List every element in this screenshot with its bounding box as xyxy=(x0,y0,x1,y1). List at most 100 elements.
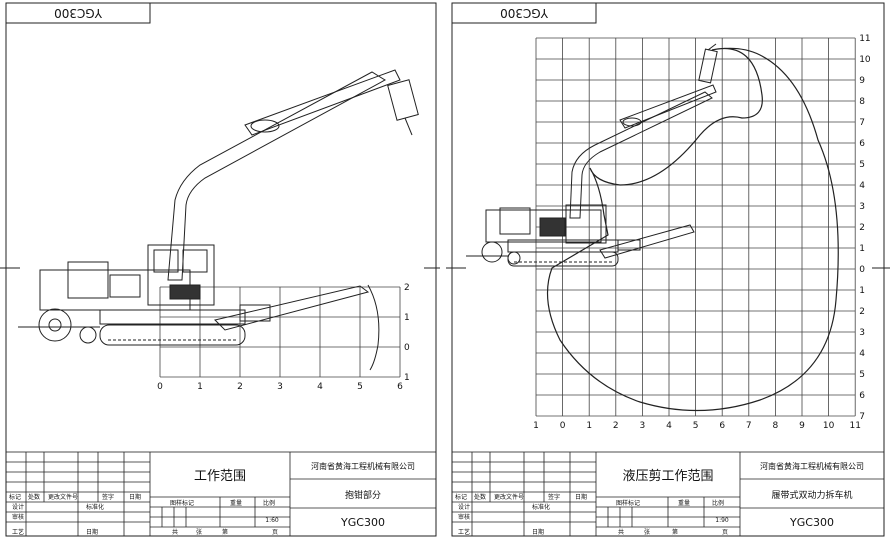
label-review: 审核 xyxy=(458,513,470,521)
sheet-1-stamp-box xyxy=(5,2,151,24)
sheet-2-code-stamp: YGC300 xyxy=(500,6,549,20)
sheet-2-title-block xyxy=(451,451,885,537)
sheet-2-range-envelope xyxy=(546,47,839,412)
sheet-1-title-block xyxy=(5,451,437,537)
sheet-2-frame xyxy=(451,2,885,537)
tick-label: 7 xyxy=(859,412,865,422)
tick-label: 0 xyxy=(404,343,410,353)
sheet-1-company: 河南省黄海工程机械有限公司 xyxy=(311,461,415,471)
label-total: 共 xyxy=(618,528,624,536)
label-sheet: 张 xyxy=(644,528,650,536)
tick-label: 6 xyxy=(859,139,865,149)
sheet-1: YGC300 0 1 2 3 4 5 6 2 1 xyxy=(0,2,440,537)
tick-label: 1 xyxy=(859,286,865,296)
label-design: 设计 xyxy=(458,503,470,511)
label-date2: 日期 xyxy=(532,528,544,536)
label-sign: 签字 xyxy=(548,493,560,501)
label-ratio: 比例 xyxy=(263,499,275,507)
label-date: 日期 xyxy=(575,493,587,501)
tick-label: 7 xyxy=(859,118,865,128)
tick-label: 6 xyxy=(859,391,865,401)
tick-label: 1 xyxy=(533,421,539,431)
sheet-1-machine xyxy=(18,69,419,346)
tick-label: 3 xyxy=(277,382,283,392)
sheet-2-title-labels: 标记 处数 更改文件号 签字 日期 设计 标准化 审核 工艺 日期 图样标记 重… xyxy=(455,493,728,536)
tick-label: 1 xyxy=(197,382,203,392)
tick-label: 0 xyxy=(560,421,566,431)
sheet-1-code-stamp: YGC300 xyxy=(54,6,103,20)
tick-label: 9 xyxy=(859,76,865,86)
tick-label: 10 xyxy=(859,55,871,65)
label-date2: 日期 xyxy=(86,528,98,536)
label-count: 处数 xyxy=(28,493,40,501)
sheet-1-drawing-name: 工作范围 xyxy=(194,469,246,484)
label-count: 处数 xyxy=(474,493,486,501)
label-design: 设计 xyxy=(12,503,24,511)
label-sign: 签字 xyxy=(102,493,114,501)
label-drawing-mark: 图样标记 xyxy=(616,499,640,507)
label-change-doc: 更改文件号 xyxy=(494,493,524,501)
label-review: 审核 xyxy=(12,513,24,521)
tick-label: 4 xyxy=(859,349,865,359)
label-total: 共 xyxy=(172,528,178,536)
sheet-1-scale: 1:60 xyxy=(265,517,279,524)
label-standardization: 标准化 xyxy=(86,503,104,511)
tick-label: 11 xyxy=(859,34,870,44)
sheet-2-model: YGC300 xyxy=(789,516,834,529)
label-sheet: 张 xyxy=(196,528,202,536)
label-drawing-mark: 图样标记 xyxy=(170,499,194,507)
label-page-unit: 页 xyxy=(722,529,728,536)
sheet-1-model: YGC300 xyxy=(340,516,385,529)
tick-label: 10 xyxy=(823,421,835,431)
tick-label: 3 xyxy=(859,328,865,338)
tick-label: 5 xyxy=(357,382,363,392)
tick-label: 5 xyxy=(859,160,865,170)
label-weight: 重量 xyxy=(230,499,242,507)
label-change-doc: 更改文件号 xyxy=(48,493,78,501)
tick-label: 0 xyxy=(859,265,865,275)
label-date: 日期 xyxy=(129,493,141,501)
sheet-2-part-name: 履带式双动力拆车机 xyxy=(771,489,852,501)
tick-label: 1 xyxy=(404,373,410,383)
tick-label: 2 xyxy=(859,307,865,317)
tick-label: 3 xyxy=(640,421,646,431)
sheet-2-drawing-name: 液压剪工作范围 xyxy=(622,468,713,484)
label-mark: 标记 xyxy=(455,493,467,501)
sheet-2-grid xyxy=(535,37,856,417)
label-page: 第 xyxy=(672,528,678,536)
tick-label: 6 xyxy=(719,421,725,431)
tick-label: 0 xyxy=(157,382,163,392)
tick-label: 1 xyxy=(586,421,592,431)
tick-label: 2 xyxy=(613,421,619,431)
label-ratio: 比例 xyxy=(712,499,724,507)
tick-label: 9 xyxy=(799,421,805,431)
sheet-2-company: 河南省黄海工程机械有限公司 xyxy=(760,461,864,471)
tick-label: 4 xyxy=(317,382,323,392)
tick-label: 8 xyxy=(859,97,865,107)
tick-label: 3 xyxy=(859,202,865,212)
label-mark: 标记 xyxy=(9,493,21,501)
sheet-1-range-curve xyxy=(367,284,380,371)
label-standardization: 标准化 xyxy=(532,503,550,511)
sheet-2-machine xyxy=(466,43,718,267)
tick-label: 1 xyxy=(404,313,410,323)
sheet-1-part-name: 抱钳部分 xyxy=(345,489,381,501)
tick-label: 5 xyxy=(693,421,699,431)
tick-label: 4 xyxy=(666,421,672,431)
tick-label: 2 xyxy=(859,223,865,233)
tick-label: 1 xyxy=(859,244,865,254)
tick-label: 2 xyxy=(404,283,410,293)
tick-label: 8 xyxy=(773,421,779,431)
sheet-2-scale: 1:90 xyxy=(715,517,729,524)
tick-label: 2 xyxy=(237,382,243,392)
label-process: 工艺 xyxy=(12,528,24,536)
label-weight: 重量 xyxy=(678,499,690,507)
label-page: 第 xyxy=(222,528,228,536)
sheet-1-title-labels: 标记 处数 更改文件号 签字 日期 设计 标准化 审核 工艺 日期 图样标记 重… xyxy=(9,493,278,536)
tick-label: 6 xyxy=(397,382,403,392)
label-process: 工艺 xyxy=(458,528,470,536)
